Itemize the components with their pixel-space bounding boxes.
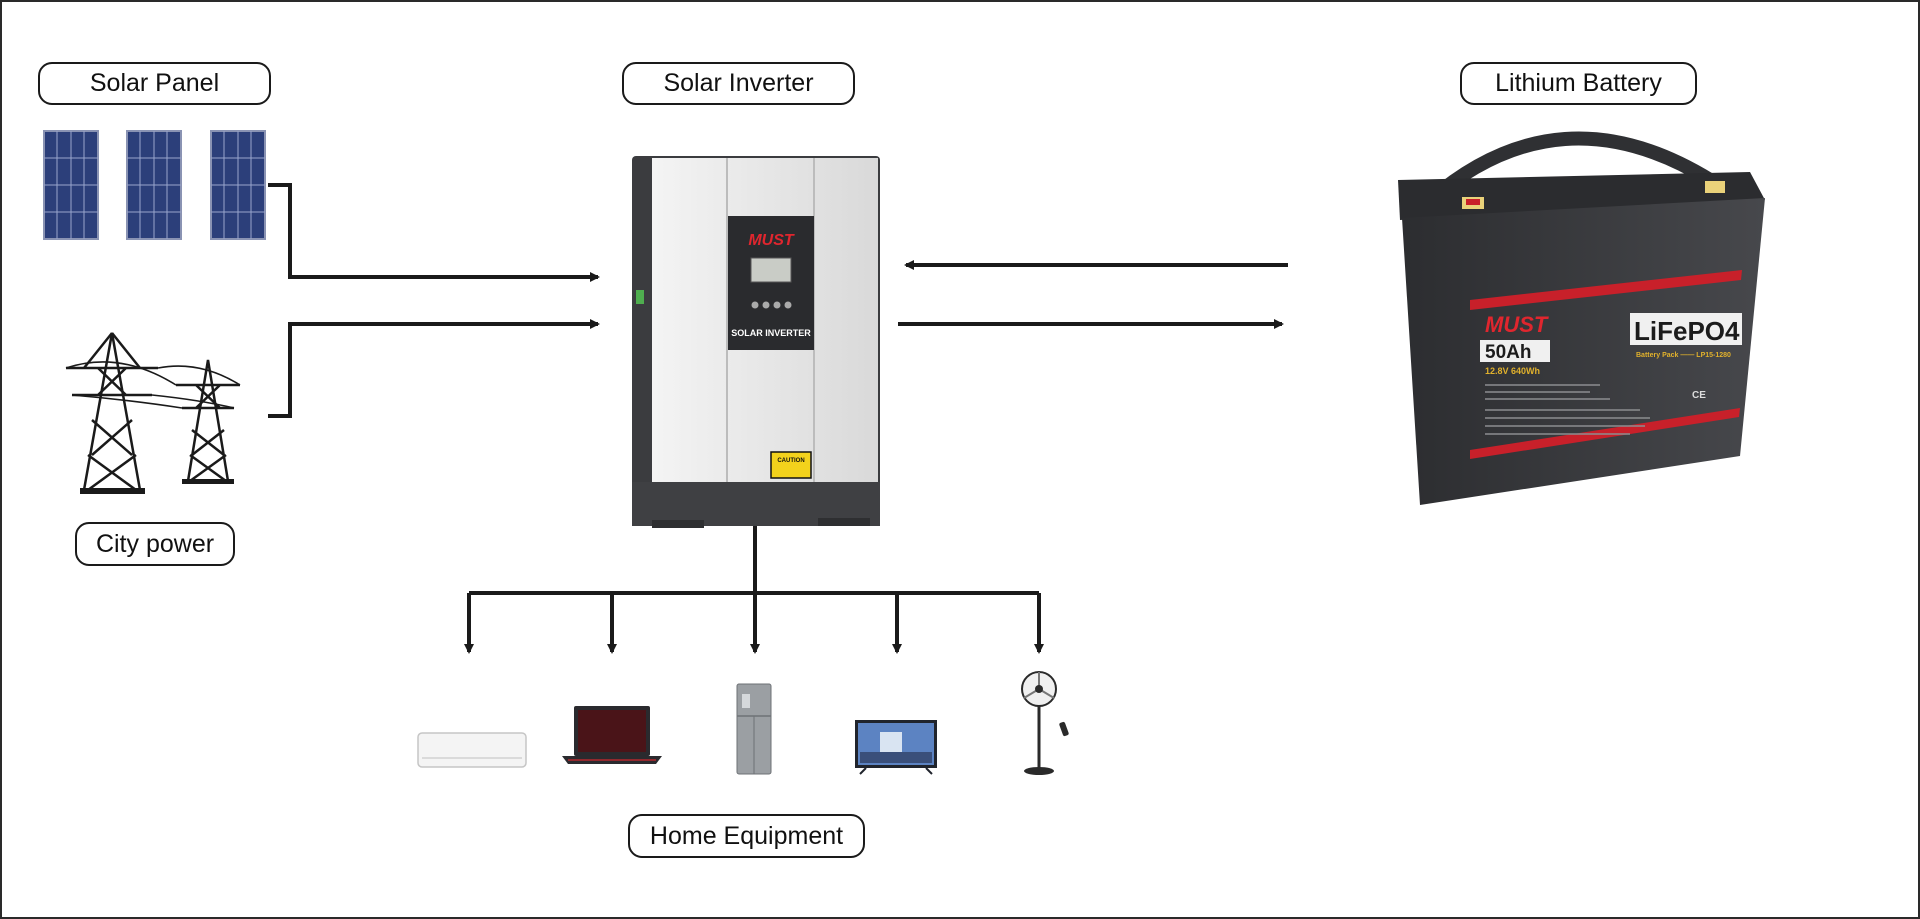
inverter-brand-logo: MUST	[748, 232, 795, 249]
television-icon	[855, 720, 937, 775]
inverter-lcd-screen	[750, 257, 792, 283]
ce-mark: CE	[1692, 390, 1706, 401]
battery-red-stripe-top	[1470, 270, 1742, 310]
inverter-front-panel	[728, 216, 814, 350]
home-equipment-label: Home Equipment	[628, 814, 865, 858]
solar-panel-2	[126, 130, 182, 240]
solar-inverter-label: Solar Inverter	[622, 62, 855, 105]
solar-panels	[43, 130, 266, 240]
connectors	[268, 183, 1288, 654]
solar-panel-3	[210, 130, 266, 240]
standing-fan-icon	[1021, 671, 1069, 775]
inverter-model-text: SOLAR INVERTER	[731, 328, 811, 338]
caution-label	[770, 451, 812, 479]
battery-subtitle: Battery Pack —— LP15-1280	[1636, 352, 1731, 359]
inverter-button	[751, 301, 759, 309]
refrigerator-icon	[736, 683, 772, 775]
caution-label-text: CAUTION	[777, 458, 804, 464]
solar-panel-1	[43, 130, 99, 240]
solar-panel-label: Solar Panel	[38, 62, 271, 105]
battery-capacity: 50Ah	[1485, 342, 1531, 363]
battery-capacity-badge	[1480, 340, 1550, 362]
arrow-city-to-inverter	[268, 319, 600, 418]
arrow-solar-to-inverter	[268, 183, 600, 282]
battery-rating: 12.8V 640Wh	[1485, 366, 1540, 376]
solar-inverter-device: MUST SOLAR INVERTER CAUTION	[632, 156, 880, 528]
inverter-button	[762, 301, 770, 309]
lithium-battery-device: MUST 50Ah 12.8V 640Wh LiFePO4 Battery Pa…	[1398, 131, 1765, 505]
inverter-button	[784, 301, 792, 309]
battery-chemistry-badge	[1630, 313, 1742, 345]
battery-handle	[1423, 131, 1717, 207]
power-tower-icon	[65, 332, 241, 494]
battery-brand-logo: MUST	[1485, 312, 1549, 337]
inverter-button	[773, 301, 781, 309]
air-conditioner-icon	[417, 732, 527, 768]
city-power-label: City power	[75, 522, 235, 566]
lithium-battery-label: Lithium Battery	[1460, 62, 1697, 105]
laptop-icon	[562, 706, 662, 764]
battery-chemistry: LiFePO4	[1634, 316, 1740, 346]
